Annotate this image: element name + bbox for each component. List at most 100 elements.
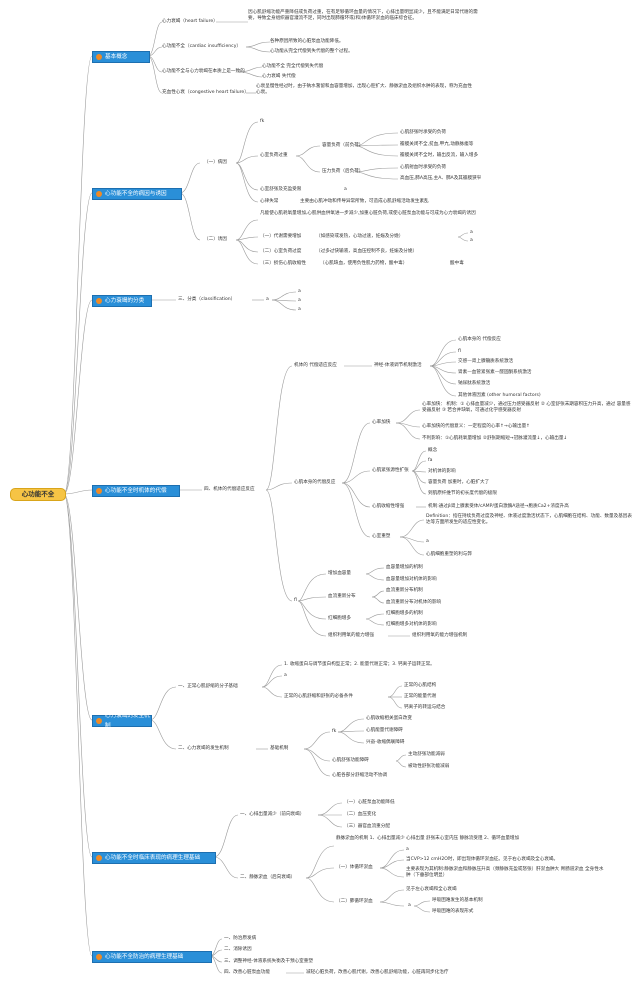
heart-rate-item: 心率加快： 机制：① 心排血量减少，通过压力感受器反射 ② 心室舒张末期容积压力…	[422, 402, 631, 413]
frank-item: fa	[428, 458, 433, 463]
clinical-b-intro: 静脉淤血的机制 1、心排出量减少 心排出量 舒张末心室内压 静脉流受阻 2、循环…	[336, 836, 520, 841]
contractility-node: 心肌收缩性增强	[372, 504, 405, 509]
mechanism-a: 一、正常心肌舒缩的分子基础	[178, 684, 238, 689]
arrhythmia-node: 心律失常	[260, 199, 279, 204]
heart-rate-node: 心率加快	[372, 420, 391, 425]
mechanism-fk-item: 心肌能量代谢障碍	[366, 728, 403, 733]
section-clinical[interactable]: 心功能不全时临床表现的病理生理基础	[92, 852, 216, 864]
section-classification[interactable]: 心力衰竭的分类	[92, 295, 152, 307]
heart-rate-item: 不利影响：①心肌耗氧量增加 ②舒张期缩短→冠脉灌流量↓，心输出量↓	[422, 436, 568, 441]
mechanism-a-item: 1. 收缩蛋白与调节蛋白构型正常；2. 能量代谢正常；3. 钙离子运转正常。	[284, 662, 435, 667]
section-mechanism[interactable]: 心力衰竭的发生机制	[92, 713, 152, 729]
concept-term: 心功能不全与心力衰竭在本质上是一致的	[162, 69, 245, 74]
clinical-b1: （一）体循环淤血	[336, 865, 373, 870]
extra-sub: 血容量增加对机体的影响	[386, 577, 437, 582]
frank-node: 心肌紧张源性扩张	[372, 468, 409, 473]
damage-sub: a	[344, 187, 347, 192]
volume-item: 心肌舒张时承受的负荷	[400, 130, 446, 135]
extra-sub: 血流重新分布对机体的影响	[386, 600, 442, 605]
mechanism-a-cond-item: 钙离子的转运与结合	[404, 705, 446, 710]
arrhythmia-desc: 主要由心肌冲动和传导异常所致，可造成心肌舒缩活动发生紊乱	[300, 199, 429, 204]
trigger-1-desc: （如感染或发热，心动过速，妊娠及分娩）	[316, 234, 404, 239]
clinical-b2-head: 见于左心衰竭和全心衰竭	[406, 887, 457, 892]
extra-node: fl	[294, 598, 297, 603]
clinical-b1-item: 当CVP>12 cmH2O时，即出现体循环淤血征。见于右心衰竭及全心衰竭。	[406, 857, 559, 862]
remodel-node: 心室重塑	[372, 534, 391, 539]
section-basic-concepts[interactable]: 基本概念	[92, 51, 150, 63]
bullet-icon	[96, 855, 102, 861]
treatment-item: 一、防治原发病	[224, 936, 257, 941]
trigger-3: （三）损伤心肌收缩性	[260, 261, 306, 266]
compensation-main: 四、机体的代偿适应反应	[204, 487, 255, 492]
mechanism-a-cond: 正常的心肌舒缩和舒张的必备条件	[284, 694, 353, 699]
section-compensation[interactable]: 心功能不全时机体的代偿	[92, 485, 180, 497]
heart-rate-item: 心率加快的代偿意义：一定程度的心率↑→心输出量↑	[422, 424, 531, 429]
extra-sub: 血容量增加的机制	[386, 565, 423, 570]
trigger-intro: 凡能使心肌耗氧量增加,心肌供血供氧进一步减少,加重心脏负荷,或使心脏泵血功能与可…	[260, 211, 476, 216]
bullet-icon	[96, 718, 102, 724]
extra-item: 组织利用氧的能力增强	[328, 633, 374, 638]
clinical-a: 一、心排出量减少（前向衰竭）	[240, 812, 305, 817]
volume-item: 瓣膜关闭不全时，输出反流，输入增多	[400, 153, 479, 158]
neuro-item: 其他体液因素 (other humoral factors)	[458, 393, 541, 398]
contractility-desc: 机制:通过β肾上腺素受体/cAMP/蛋白激酶A途径→胞质Ca2+浓度升高	[428, 504, 569, 509]
frank-item: 对机体的影响	[428, 469, 456, 474]
trigger-2-desc: （过多过快输液，高血压控制不良，妊娠及分娩）	[316, 249, 418, 254]
mechanism-a-cond-item: 正常的能量代谢	[404, 694, 437, 699]
trigger-2: （二）心室负荷过度	[260, 249, 302, 254]
mechanism-b-basic: 基础机制	[270, 746, 289, 751]
section-title: 心力衰竭的分类	[105, 298, 145, 304]
trigger-3-tail: 酸中毒	[450, 261, 464, 266]
section-treatment[interactable]: 心功能不全防治的病理生理基础	[92, 951, 212, 963]
frank-item: 容量负荷 加重时，心脏扩大了	[428, 480, 490, 485]
concept-term: 充血性心衰（congestive heart failure）	[162, 90, 249, 95]
trigger-1-sub: a	[470, 238, 473, 243]
frank-item: 概念	[428, 448, 438, 453]
bullet-icon	[96, 954, 102, 960]
concept-item: 心力衰竭 失代偿	[262, 74, 296, 79]
clinical-b: 二、静脉淤血（后向衰竭）	[240, 875, 296, 880]
classification-item: a	[298, 298, 301, 303]
remodel-item: a	[426, 539, 429, 544]
section-title: 心力衰竭的发生机制	[105, 713, 150, 729]
overload-node: 心室负荷过重	[260, 153, 288, 158]
extra-item: 血流重新分布	[328, 594, 356, 599]
treatment-last-desc: 减轻心脏负荷，改善心肌代谢，改善心肌舒缩功能，心脏再同步化治疗	[306, 970, 449, 975]
neuro-item: fl	[458, 349, 461, 354]
clinical-b2: （二）肺循环淤血	[336, 899, 373, 904]
fk-node: fk	[260, 119, 265, 124]
remodel-item: 心肌细胞重塑的利与弊	[426, 552, 472, 557]
mechanism-b: 二、心力衰竭的发生机制	[178, 746, 229, 751]
trigger-1: （一）代谢需要增加	[260, 234, 302, 239]
treatment-item: 三、调整神经-体液系统失衡及干预心室重塑	[224, 959, 313, 964]
mechanism-diastole-item: 被动性舒张功能减弱	[408, 764, 450, 769]
concept-item: 心功能从完全代偿到失代偿的整个过程。	[270, 49, 353, 54]
etiology-node: （一）病因	[204, 160, 227, 165]
concept-item: 心功能不全 完全代偿到失代偿	[262, 64, 324, 69]
mechanism-diastole: 心肌舒张功能障碍	[332, 758, 369, 763]
mechanism-diastole-item: 主动舒张功能减弱	[408, 752, 445, 757]
concept-item: 各种原因所致的心脏泵血功能降低。	[270, 39, 344, 44]
concept-desc: 因心肌舒缩功能严重降低或负荷过重，在有足够循环血量的情况下，心排出量明显减少，且…	[248, 10, 478, 21]
clinical-b1-item: 主要表现为其机制:静脉淤血和静脉压升高（颈静脉充盈或怒张）肝淤血肿大 胃肠道淤血…	[406, 867, 604, 878]
concept-term: 心力衰竭（heart failure）	[162, 19, 218, 24]
mechanism-asym: 心脏各部分舒缩活动不协调	[332, 773, 388, 778]
section-title: 基本概念	[105, 54, 128, 60]
neuro-item: 钠尿肽系统激活	[458, 381, 491, 386]
extra-sub: 血流重新分布机制	[386, 588, 423, 593]
section-title: 心功能不全防治的病理生理基础	[105, 954, 184, 960]
pressure-item: 高血压,肺A高压,主A、肺A及其瓣膜狭窄	[400, 176, 482, 181]
clinical-b2-item: 呼吸困难发生的基本机制	[432, 898, 483, 903]
classification-item: a	[298, 307, 301, 312]
pressure-node: 压力负荷（后负荷）	[322, 169, 364, 174]
classification-node: 三、分类（classification）	[178, 297, 236, 302]
mechanism-fk: fk	[332, 729, 337, 734]
treatment-last: 四、改善心脏泵血功能	[224, 970, 270, 975]
neuro-item: 心肌本身的 代偿反应	[458, 337, 501, 342]
mechanism-a-cond-item: 正常的心肌结构	[404, 683, 437, 688]
concept-term: 心功能不全（cardiac insufficiency）	[162, 44, 242, 49]
section-etiology[interactable]: 心功能不全的病因与诱因	[92, 188, 182, 200]
mechanism-a-item: a	[284, 673, 287, 678]
root-node[interactable]: 心功能不全	[10, 488, 66, 501]
trigger-1-sub: a	[470, 230, 473, 235]
